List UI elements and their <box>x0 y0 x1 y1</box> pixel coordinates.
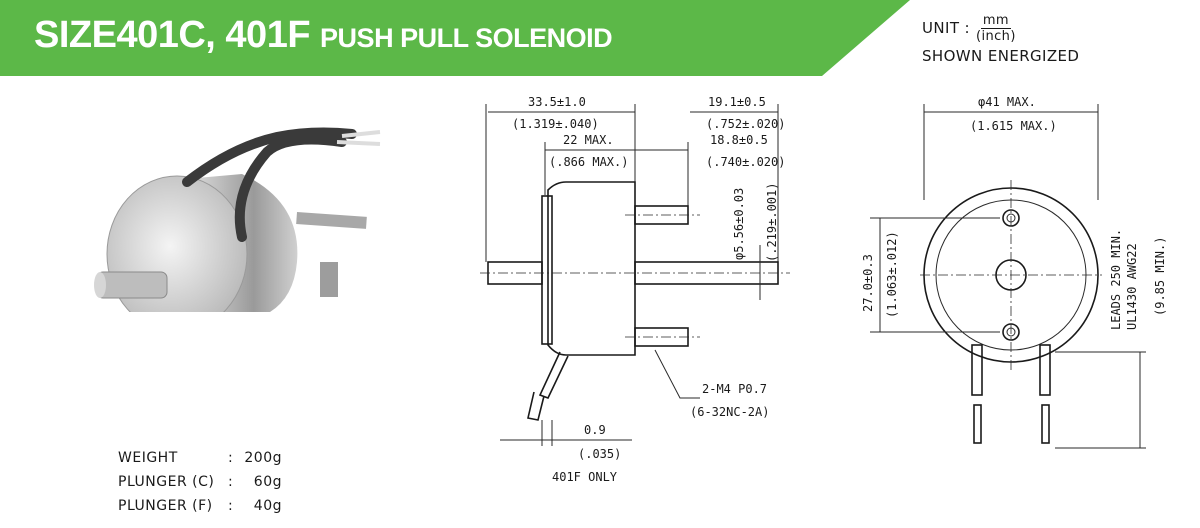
spec-row-plunger-c: PLUNGER (C) : 60g <box>118 470 282 494</box>
unit-mm: mm <box>980 13 1011 29</box>
solenoid-photo <box>94 127 381 312</box>
side-view-drawing: 33.5±1.0 (1.319±.040) 19.1±0.5 (.752±.02… <box>480 95 790 484</box>
leads-wire-spec: UL1430 AWG22 <box>1125 243 1139 330</box>
dim-body-mm: 22 MAX. <box>563 133 614 147</box>
spec-colon: : <box>228 450 234 466</box>
dim-overall-in: (1.319±.040) <box>512 117 599 131</box>
spec-row-plunger-f: PLUNGER (F) : 40g <box>118 494 282 518</box>
leads-length-in: (9.85 MIN.) <box>1153 237 1167 316</box>
dim-stud-in: (.740±.020) <box>706 155 785 169</box>
dim-stud-mm: 18.8±0.5 <box>710 133 768 147</box>
unit-note: UNIT : mm (inch) SHOWN ENERGIZED <box>922 14 1079 64</box>
spec-label: PLUNGER (F) <box>118 498 213 514</box>
spec-value: 60g <box>253 474 282 490</box>
spec-value: 200g <box>244 450 282 466</box>
unit-label: UNIT : <box>922 19 971 37</box>
unit-fraction: mm (inch) <box>976 14 1016 43</box>
dim-overall-mm: 33.5±1.0 <box>528 95 586 109</box>
spec-colon: : <box>228 474 234 490</box>
leads-length: LEADS 250 MIN. <box>1109 229 1123 330</box>
dim-shaft-mm: 19.1±0.5 <box>708 95 766 109</box>
dim-gap-in: (.035) <box>578 447 621 461</box>
dim-body-in: (.866 MAX.) <box>549 155 628 169</box>
product-title: PUSH PULL SOLENOID <box>320 23 613 53</box>
page-title: SIZE401C, 401F PUSH PULL SOLENOID <box>34 14 613 57</box>
spec-value: 40g <box>253 498 282 514</box>
banner-shape <box>0 0 910 76</box>
title-banner: SIZE401C, 401F PUSH PULL SOLENOID <box>0 0 920 80</box>
dia-in: (1.615 MAX.) <box>970 119 1057 133</box>
shown-energized-note: SHOWN ENERGIZED <box>922 47 1080 65</box>
spec-label: WEIGHT <box>118 450 178 466</box>
dia-mm: φ41 MAX. <box>978 95 1036 109</box>
thread-mm: 2-M4 P0.7 <box>702 382 767 396</box>
gap-note: 401F ONLY <box>552 470 618 484</box>
pitch-mm: 27.0±0.3 <box>861 254 875 312</box>
front-view-drawing: φ41 MAX. (1.615 MAX.) 27.0±0.3 (1.063±.0… <box>861 95 1167 449</box>
unit-inch: (inch) <box>976 29 1016 44</box>
spec-row-weight: WEIGHT : 200g <box>118 446 282 470</box>
dim-shaft-in: (.752±.020) <box>706 117 785 131</box>
dim-dia-in: (.219±.001) <box>765 183 779 262</box>
spec-colon: : <box>228 498 234 514</box>
spec-table: WEIGHT : 200g PLUNGER (C) : 60g PLUNGER … <box>118 446 282 518</box>
model-title: SIZE401C, 401F <box>34 14 311 56</box>
pitch-in: (1.063±.012) <box>885 231 899 318</box>
thread-in: (6-32NC-2A) <box>690 405 769 419</box>
dim-gap-mm: 0.9 <box>584 423 606 437</box>
dim-dia-mm: φ5.56±0.03 <box>732 188 746 260</box>
spec-label: PLUNGER (C) <box>118 474 215 490</box>
